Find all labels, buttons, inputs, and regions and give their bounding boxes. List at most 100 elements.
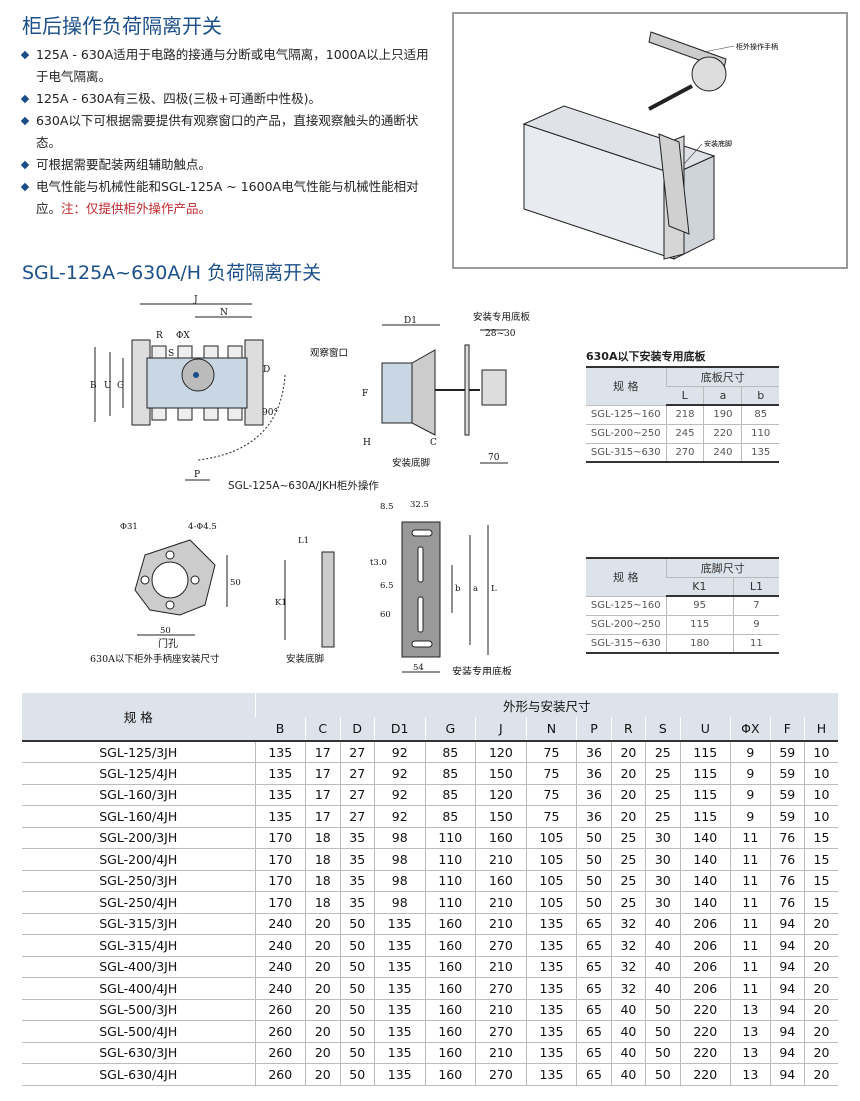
- cell-spec: SGL-400/4JH: [22, 977, 255, 1000]
- section-title: 柜后操作负荷隔离开关: [22, 14, 222, 38]
- header-col: ΦX: [730, 717, 771, 741]
- cell-value: 20: [610, 741, 646, 763]
- cell-value: 65: [576, 999, 612, 1021]
- cell-value: 25: [645, 741, 680, 763]
- cell-value: 220: [679, 1063, 731, 1086]
- cell-value: 65: [576, 977, 612, 1000]
- cell-value: 65: [576, 934, 612, 957]
- header-col: a: [703, 386, 742, 406]
- cell-spec: SGL-630/3JH: [22, 1042, 255, 1064]
- cell-value: 260: [254, 1020, 306, 1043]
- cell-value: 25: [610, 891, 646, 914]
- cell-value: 140: [679, 891, 731, 914]
- cell-spec: SGL-315/3JH: [22, 913, 255, 935]
- cell-value: 160: [424, 999, 476, 1021]
- cell-value: 135: [525, 934, 577, 957]
- cell-value: 40: [610, 1063, 646, 1086]
- dimension-drawing-front-side: J N R ΦX S B U G D P 90° D1 安装专用底板 28~30…: [90, 295, 531, 481]
- dim-50-horizontal: 50: [160, 626, 171, 636]
- cell-value: 245: [665, 424, 704, 444]
- cell-value: 50: [576, 848, 612, 871]
- dim-B: B: [90, 381, 97, 391]
- plate-label: 安装专用底板: [473, 311, 531, 323]
- cell-value: 30: [645, 870, 680, 892]
- cell-value: 260: [254, 999, 306, 1021]
- cell-spec: SGL-200~250: [586, 424, 666, 444]
- cell-value: 20: [610, 762, 646, 785]
- cell-value: 95: [665, 596, 734, 616]
- cell-value: 170: [254, 891, 306, 914]
- cell-value: 32: [610, 934, 646, 957]
- cell-value: 32: [610, 977, 646, 1000]
- cell-value: 20: [305, 913, 340, 935]
- cell-value: 7: [732, 596, 779, 616]
- header-spec: 规 格: [586, 367, 666, 406]
- cell-value: 9: [730, 805, 771, 828]
- cell-value: 85: [741, 405, 779, 425]
- cell-value: 94: [769, 956, 805, 978]
- cell-value: 180: [665, 634, 734, 654]
- cell-value: 105: [525, 827, 577, 849]
- cell-value: 240: [703, 443, 742, 463]
- cell-spec: SGL-315~630: [586, 443, 666, 463]
- header-col: J: [475, 717, 527, 741]
- cell-value: 75: [525, 805, 577, 828]
- cell-value: 110: [424, 870, 476, 892]
- dim-F: F: [362, 389, 368, 399]
- cell-value: 15: [804, 891, 838, 914]
- header-col: D: [339, 717, 375, 741]
- cell-value: 13: [730, 1063, 771, 1086]
- cell-value: 50: [576, 827, 612, 849]
- header-col: B: [255, 717, 306, 741]
- cell-value: 59: [769, 741, 805, 763]
- cell-value: 40: [645, 934, 680, 957]
- cell-spec: SGL-200/3JH: [22, 827, 255, 849]
- door-caption: 630A以下柜外手柄座安装尺寸: [90, 653, 220, 665]
- cell-value: 50: [339, 934, 375, 957]
- feature-item: 125A - 630A适用于电路的接通与分断或电气隔离，1000A以上只适用于电…: [20, 44, 440, 88]
- foot-label: 安装底脚: [704, 139, 732, 148]
- cell-value: 20: [305, 1042, 340, 1064]
- cell-value: 160: [475, 870, 527, 892]
- cell-value: 50: [645, 1063, 680, 1086]
- dim-50-vertical: 50: [230, 578, 241, 588]
- cell-value: 160: [424, 1020, 476, 1043]
- header-col: L: [666, 386, 704, 406]
- cell-value: 13: [730, 1042, 771, 1064]
- dim-J: J: [193, 295, 198, 305]
- cell-value: 115: [679, 741, 731, 763]
- cell-spec: SGL-160/4JH: [22, 805, 255, 828]
- cell-spec: SGL-315/4JH: [22, 934, 255, 957]
- cell-value: 135: [525, 999, 577, 1021]
- dim-P: P: [194, 470, 200, 480]
- cell-value: 160: [475, 827, 527, 849]
- handle: [648, 31, 727, 111]
- header-spec: 规 格: [22, 693, 255, 741]
- cell-value: 50: [339, 999, 375, 1021]
- cell-value: 11: [730, 913, 771, 935]
- cell-value: 20: [804, 1042, 838, 1064]
- cell-value: 35: [339, 870, 375, 892]
- cell-value: 270: [665, 443, 704, 463]
- cell-value: 17: [305, 741, 340, 763]
- feature-item: 630A以下可根据需要提供有观察窗口的产品，直接观察触头的通断状态。: [20, 110, 440, 154]
- cell-value: 115: [679, 762, 731, 785]
- cell-value: 135: [525, 977, 577, 1000]
- cell-value: 120: [475, 741, 527, 763]
- switch-body: [522, 105, 716, 260]
- cell-value: 92: [373, 762, 425, 785]
- cell-value: 18: [305, 891, 340, 914]
- feature-text: 125A - 630A有三极、四极(三极+可通断中性极)。: [36, 91, 322, 106]
- cell-value: 206: [679, 913, 731, 935]
- cell-value: 85: [424, 762, 476, 785]
- cell-value: 115: [679, 784, 731, 806]
